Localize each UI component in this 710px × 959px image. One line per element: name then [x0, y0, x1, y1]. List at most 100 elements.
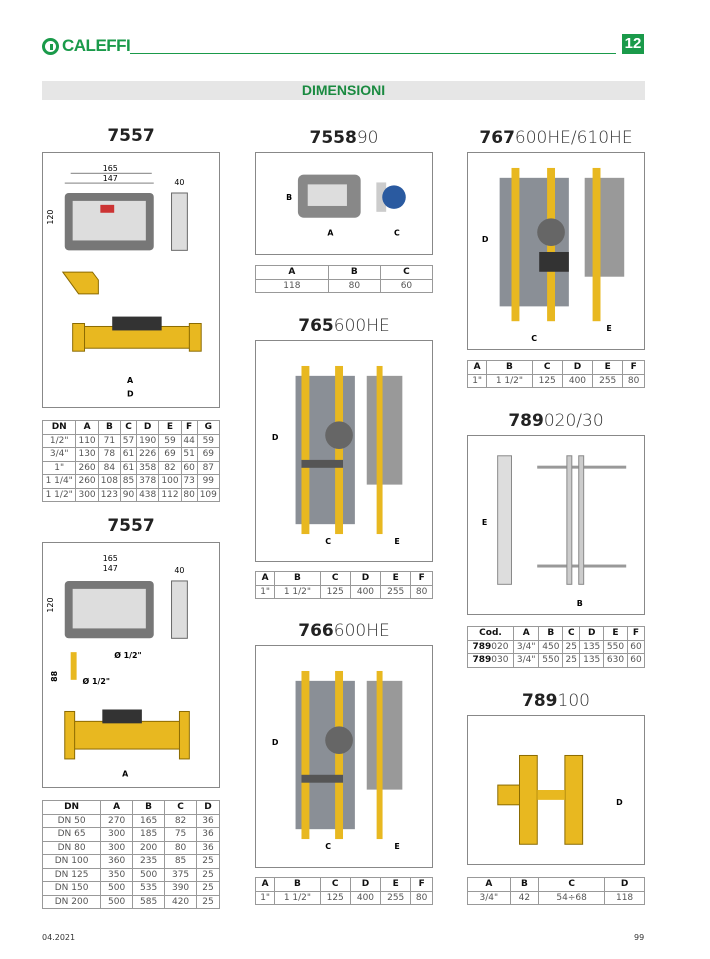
table-cell: 42 — [509, 890, 540, 905]
svg-text:D: D — [127, 390, 134, 399]
column-header: F — [410, 571, 433, 586]
table-cell: 1" — [41, 460, 77, 475]
table-cell: 60 — [379, 278, 434, 293]
column-header: C — [319, 877, 351, 892]
table-cell: 75 — [164, 827, 198, 842]
svg-text:A: A — [327, 228, 334, 237]
product-code-755890: 755890 — [309, 128, 379, 148]
table-cell: 100 — [158, 474, 182, 489]
table-cell: 390 — [164, 881, 198, 896]
table-cell: 300 — [100, 840, 134, 855]
table-cell: DN 100 — [41, 854, 102, 869]
table-cell: 82 — [164, 813, 198, 828]
column-header: C — [379, 265, 434, 280]
table-cell: 69 — [196, 447, 221, 462]
column-header: E — [603, 626, 628, 641]
section-title: DIMENSIONI — [42, 81, 645, 100]
product-code-767600HE: 767600HE/610HE — [479, 128, 633, 148]
table-cell: DN 65 — [41, 827, 102, 842]
table-cell: 300 — [75, 487, 99, 502]
table-cell: 99 — [196, 474, 221, 489]
column-header: C — [164, 800, 198, 815]
table-cell: 51 — [180, 447, 198, 462]
table-cell: 1" — [466, 373, 488, 388]
product-code-765600HE: 765600HE — [298, 316, 390, 336]
table-cell: DN 50 — [41, 813, 102, 828]
table-cell: 36 — [196, 840, 220, 855]
svg-text:Ø 1/2": Ø 1/2" — [83, 676, 110, 686]
table-cell: 108 — [97, 474, 122, 489]
column-header: F — [410, 877, 433, 892]
table-cell: 71 — [97, 433, 122, 448]
table-cell: 260 — [75, 460, 99, 475]
table-cell: 1/2" — [41, 433, 77, 448]
table-cell: 135 — [579, 639, 605, 654]
table-cell: 25 — [196, 854, 220, 869]
table-cell: 85 — [120, 474, 137, 489]
table-cell: 3/4" — [41, 447, 77, 462]
drawing-7557-flanged: 165 147 40 120 Ø 1/2" Ø 1/2" 88 A — [42, 542, 220, 788]
table-cell: 90 — [120, 487, 137, 502]
table-cell: 135 — [579, 653, 605, 668]
table-cell: 585 — [132, 894, 166, 909]
column-header: E — [592, 360, 624, 375]
table-cell: 3/4" — [467, 890, 511, 905]
table-cell: 1 1/2" — [486, 373, 533, 388]
table-cell: 350 — [100, 867, 134, 882]
table-cell: 85 — [164, 854, 198, 869]
drawing-789100: D — [467, 715, 645, 865]
table-cell: 165 — [132, 813, 166, 828]
table-cell: 255 — [592, 373, 624, 388]
table-cell: 80 — [410, 584, 433, 599]
column-header: A — [255, 265, 329, 280]
column-header: A — [466, 360, 488, 375]
column-header: A — [75, 420, 99, 435]
table-cell: 59 — [158, 433, 182, 448]
table-cell: 84 — [97, 460, 122, 475]
svg-text:B: B — [577, 599, 583, 608]
column-header: F — [622, 360, 645, 375]
table-cell: 1 1/4" — [41, 474, 77, 489]
svg-text:E: E — [394, 842, 399, 851]
svg-text:D: D — [272, 433, 279, 442]
column-header: D — [196, 800, 220, 815]
table-cell: 255 — [380, 584, 412, 599]
svg-text:165: 165 — [103, 164, 118, 173]
svg-text:C: C — [325, 842, 331, 851]
column-header: C — [120, 420, 137, 435]
svg-text:120: 120 — [46, 210, 55, 225]
column-header: F — [180, 420, 198, 435]
brand-name: CALEFFI — [62, 36, 131, 55]
table-cell: 400 — [349, 584, 382, 599]
table-cell: 789030 — [467, 653, 514, 668]
table-cell: 358 — [135, 460, 160, 475]
svg-text:C: C — [394, 228, 400, 237]
column-header: B — [486, 360, 533, 375]
table-cell: 190 — [135, 433, 160, 448]
table-cell: 125 — [319, 584, 351, 599]
table-cell: DN 80 — [41, 840, 102, 855]
product-code-7557: 7557 — [107, 126, 155, 146]
svg-text:E: E — [606, 324, 611, 333]
table-cell: 789020 — [467, 639, 514, 654]
table-cell: 25 — [196, 881, 220, 896]
table-cell: 123 — [97, 487, 122, 502]
svg-text:40: 40 — [174, 566, 184, 575]
table-cell: 60 — [626, 639, 646, 654]
column-header: D — [561, 360, 594, 375]
